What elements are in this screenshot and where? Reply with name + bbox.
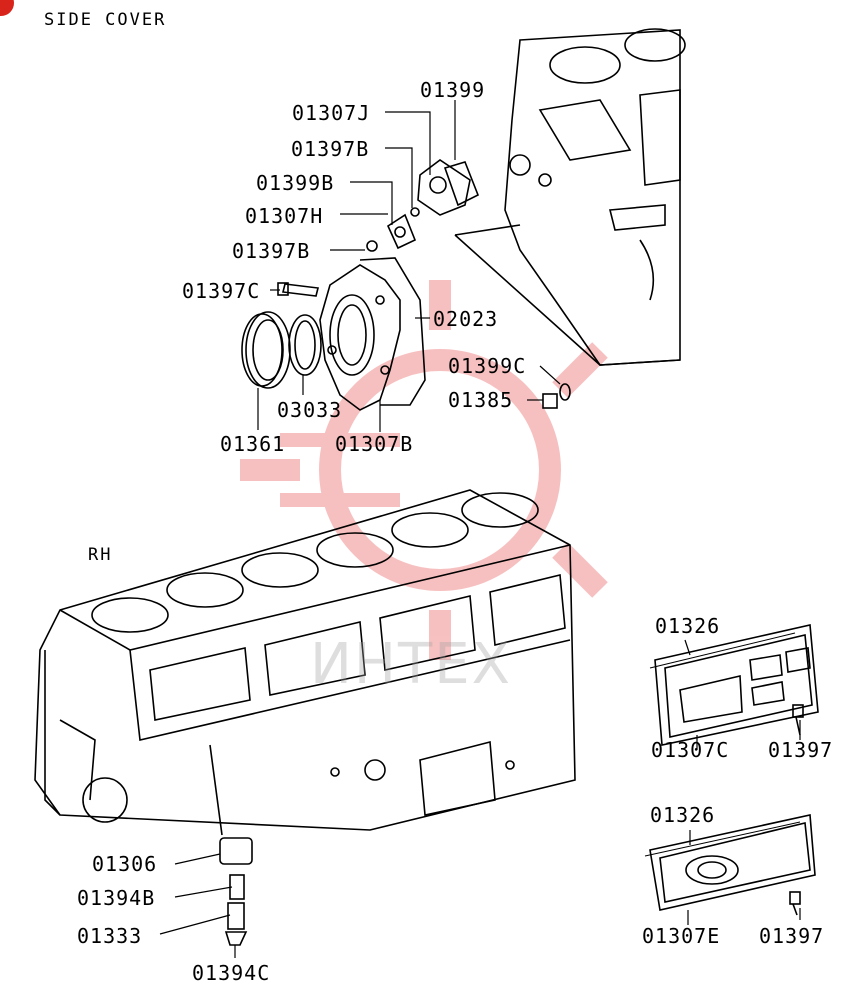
- part-label-01394c: 01394C: [192, 961, 271, 985]
- part-label-01326-top: 01326: [655, 614, 721, 638]
- drain-plug-01385: [542, 383, 571, 409]
- part-label-01394b: 01394B: [77, 886, 156, 910]
- part-label-01306: 01306: [92, 852, 158, 876]
- part-label-01333: 01333: [77, 924, 143, 948]
- seal-ring-03033: [288, 314, 322, 376]
- part-label-01307b: 01307B: [335, 432, 414, 456]
- leader-lines-top: [257, 100, 561, 432]
- bolt-01397-a: [792, 704, 804, 736]
- part-label-01361: 01361: [220, 432, 286, 456]
- upper-engine-block: [454, 28, 686, 366]
- part-label-01397b-top: 01397B: [291, 137, 370, 161]
- part-label-01397b-bottom: 01397B: [232, 239, 311, 263]
- part-label-01399: 01399: [420, 78, 486, 102]
- part-label-01397c: 01397C: [182, 279, 261, 303]
- bolt-01397c: [277, 282, 319, 297]
- side-cover-plate-01307e: [644, 814, 816, 911]
- part-label-03033: 03033: [277, 398, 343, 422]
- part-label-01307h: 01307H: [245, 204, 324, 228]
- part-label-01307j: 01307J: [292, 101, 371, 125]
- diagram-title: SIDE COVER: [44, 10, 167, 30]
- plate-01399: [417, 159, 480, 216]
- part-label-01307c: 01307C: [651, 738, 730, 762]
- part-label-01326-bottom: 01326: [650, 803, 716, 827]
- part-label-01397-top: 01397: [768, 738, 834, 762]
- oil-seal-01361: [241, 311, 291, 389]
- rear-cover-housing: [319, 257, 426, 411]
- gasket-01307h: [366, 207, 420, 252]
- main-cylinder-block: [34, 489, 576, 831]
- watermark-text: ИНТЕХ: [310, 632, 512, 697]
- leader-lines-lower: [159, 639, 801, 958]
- watermark-gear-icon: [240, 280, 608, 660]
- side-cover-plate-01307c: [649, 624, 819, 746]
- part-label-01385: 01385: [448, 388, 514, 412]
- part-label-01307e: 01307E: [642, 924, 721, 948]
- part-label-01397-bottom: 01397: [759, 924, 825, 948]
- breather-assembly: [209, 744, 253, 946]
- part-label-02023: 02023: [433, 307, 499, 331]
- side-label: RH: [88, 545, 113, 565]
- part-label-01399c: 01399C: [448, 354, 527, 378]
- part-label-01399b: 01399B: [256, 171, 335, 195]
- bolt-01397-b: [789, 891, 801, 916]
